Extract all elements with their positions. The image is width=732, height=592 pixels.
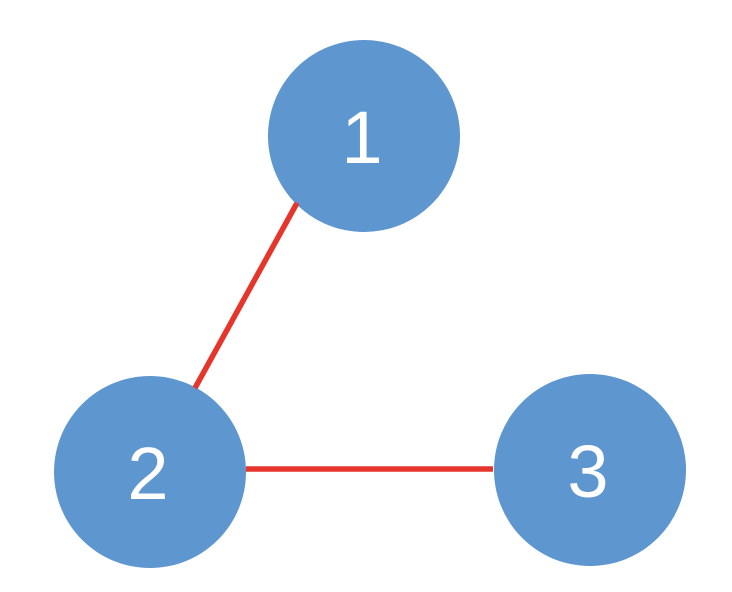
node-2-circle bbox=[54, 376, 246, 568]
node-3-circle bbox=[494, 374, 686, 566]
edge-node1-node2 bbox=[192, 201, 300, 390]
node-2-label: 2 bbox=[127, 432, 168, 515]
node-1-circle bbox=[268, 40, 460, 232]
node-3-label: 3 bbox=[567, 430, 608, 513]
node-1-label: 1 bbox=[341, 96, 382, 179]
